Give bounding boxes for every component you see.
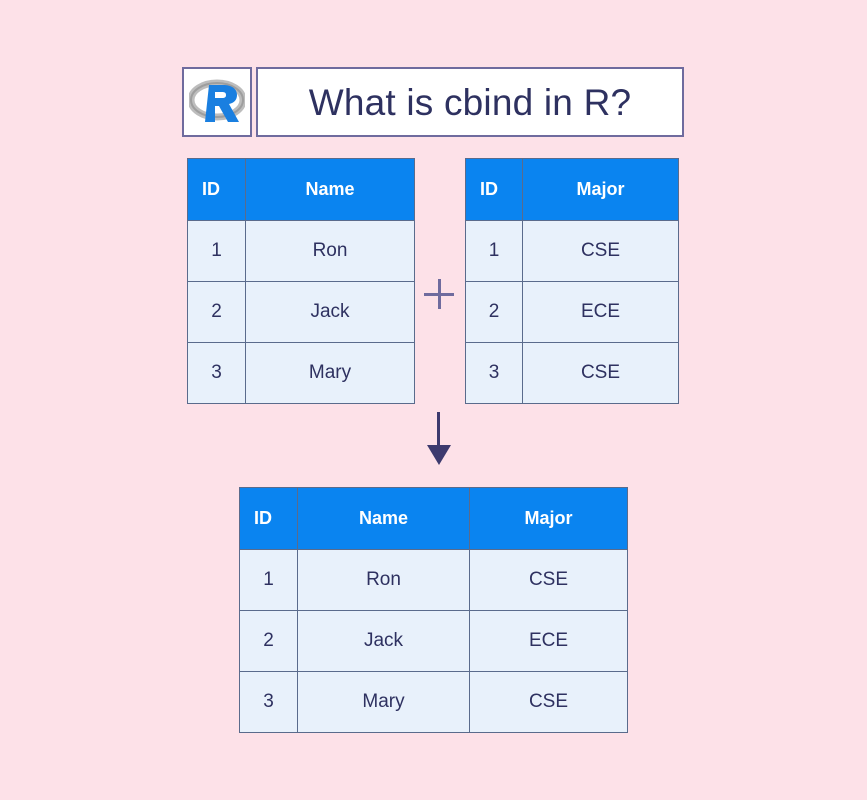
table-row: 2 ECE [465,281,679,343]
table-row: 1 Ron [187,220,415,282]
column-header-id: ID [239,487,298,550]
table-row: 1 Ron CSE [239,549,628,611]
result-table: ID Name Major 1 Ron CSE 2 Jack ECE 3 Mar… [239,487,628,733]
column-header-name: Name [245,158,415,221]
title-box: What is cbind in R? [256,67,684,137]
column-header-major: Major [522,158,679,221]
down-arrow-icon [427,412,451,465]
cell-id: 3 [187,342,246,404]
cell-id: 3 [239,671,298,733]
plus-icon [424,279,454,309]
table-header-row: ID Name [187,158,415,221]
cell-major: ECE [522,281,679,343]
cell-major: CSE [522,220,679,282]
cell-id: 2 [465,281,523,343]
cell-major: CSE [522,342,679,404]
cell-name: Ron [245,220,415,282]
column-header-id: ID [465,158,523,221]
page-title: What is cbind in R? [308,81,632,123]
input-table-name: ID Name 1 Ron 2 Jack 3 Mary [187,158,415,404]
cell-id: 1 [187,220,246,282]
table-row: 2 Jack ECE [239,610,628,672]
table-header-row: ID Major [465,158,679,221]
cell-name: Ron [297,549,470,611]
cell-name: Mary [297,671,470,733]
input-table-major: ID Major 1 CSE 2 ECE 3 CSE [465,158,679,404]
cell-id: 1 [239,549,298,611]
table-row: 3 Mary CSE [239,671,628,733]
arrow-shaft [437,412,440,448]
plus-vertical-bar [438,279,441,309]
r-language-logo-icon [189,79,245,125]
table-row: 1 CSE [465,220,679,282]
column-header-name: Name [297,487,470,550]
cell-id: 2 [187,281,246,343]
table-header-row: ID Name Major [239,487,628,550]
column-header-id: ID [187,158,246,221]
cell-major: CSE [469,549,628,611]
table-row: 2 Jack [187,281,415,343]
arrow-head [427,445,451,465]
title-bar: What is cbind in R? [182,67,684,137]
cell-major: CSE [469,671,628,733]
cell-id: 1 [465,220,523,282]
cell-id: 3 [465,342,523,404]
cell-major: ECE [469,610,628,672]
cell-id: 2 [239,610,298,672]
table-row: 3 Mary [187,342,415,404]
table-row: 3 CSE [465,342,679,404]
cell-name: Jack [245,281,415,343]
r-logo-box [182,67,252,137]
cell-name: Mary [245,342,415,404]
column-header-major: Major [469,487,628,550]
cell-name: Jack [297,610,470,672]
